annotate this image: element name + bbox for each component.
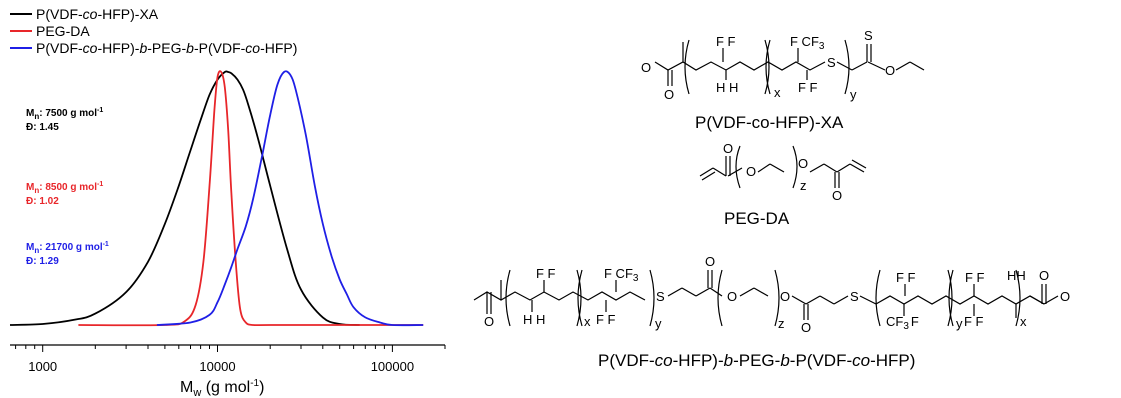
mn-label-block: Mn: 21700 g mol-1 (26, 241, 109, 255)
atom-o: O (832, 188, 842, 203)
index-x: x (774, 85, 781, 100)
atom-ff: F F (896, 270, 916, 285)
legend: P(VDF-co-HFP)-XAPEG-DAP(VDF-co-HFP)-b-PE… (10, 6, 297, 56)
x-axis-label: Mw (g mol-1) (180, 378, 264, 398)
legend-label-block: P(VDF-co-HFP)-b-PEG-b-P(VDF-co-HFP) (36, 40, 297, 56)
index-y: y (956, 316, 963, 331)
atom-s: S (864, 28, 873, 43)
index-z: z (778, 316, 785, 331)
series-line-pegda (78, 70, 424, 327)
atom-o: O (705, 254, 715, 269)
atom-o: O (727, 289, 737, 304)
atom-hh: H H (523, 312, 545, 327)
structure-triblock-labels: O F F H H F CF3 F F x y S O O z O O S F … (484, 254, 1070, 370)
atom-o: O (746, 164, 756, 179)
atom-hh: HH (1007, 268, 1026, 283)
atom-fcf3: F CF3 (604, 266, 639, 284)
atom-ff: F F (798, 80, 818, 95)
legend-label-pegda: PEG-DA (36, 23, 90, 39)
index-y: y (655, 316, 662, 331)
atom-ff: F F (964, 314, 984, 329)
atom-ff: F F (965, 270, 985, 285)
atom-ff: F F (596, 312, 616, 327)
index-z: z (800, 178, 807, 193)
atom-o: O (798, 156, 808, 171)
atom-ff: F F (536, 266, 556, 281)
atom-o: O (723, 141, 733, 156)
atom-o: O (1060, 289, 1070, 304)
x-tick-label: 10000 (199, 359, 235, 374)
structure-xa (654, 39, 925, 95)
x-tick-label: 100000 (371, 359, 414, 374)
atom-hh: H H (716, 80, 738, 95)
structure-pegda-labels: O O O O z PEG-DA (723, 141, 842, 228)
dispersity-label-xa: Đ: 1.45 (26, 122, 59, 133)
atom-s: S (850, 289, 859, 304)
atom-o: O (801, 320, 811, 335)
x-axis: 1000 10000 100000 (10, 344, 446, 374)
x-tick-label: 1000 (28, 359, 57, 374)
series-line-block (156, 70, 424, 327)
chemical-structures: O O F F H H F CF3 F F x y S S O P(VDF-co… (473, 28, 1070, 370)
dispersity-label-pegda: Đ: 1.02 (26, 196, 59, 207)
mn-label-pegda: Mn: 8500 g mol-1 (26, 181, 103, 195)
caption-triblock: P(VDF-co-HFP)-b-PEG-b-P(VDF-co-HFP) (598, 351, 915, 370)
legend-label-xa: P(VDF-co-HFP)-XA (36, 6, 159, 22)
mn-label-xa: Mn: 7500 g mol-1 (26, 107, 103, 121)
atom-o: O (780, 289, 790, 304)
structure-pegda (699, 145, 867, 189)
structure-xa-labels: O O F F H H F CF3 F F x y S S O P(VDF-co… (641, 28, 895, 132)
atom-o: O (885, 63, 895, 78)
atom-s: S (656, 289, 665, 304)
atom-s: S (827, 55, 836, 70)
index-x: x (1020, 314, 1027, 329)
atom-o: O (664, 87, 674, 102)
index-x: x (584, 314, 591, 329)
atom-o: O (484, 314, 494, 329)
index-y: y (850, 87, 857, 102)
atom-ff: F F (716, 34, 736, 49)
gpc-chart: P(VDF-co-HFP)-XAPEG-DAP(VDF-co-HFP)-b-PE… (9, 6, 446, 398)
plot-area (9, 70, 424, 327)
atom-o: O (1039, 268, 1049, 283)
atom-fcf3: F CF3 (790, 34, 825, 52)
caption-xa: P(VDF-co-HFP)-XA (695, 113, 844, 132)
series-line-xa (9, 70, 360, 326)
atom-o: O (641, 60, 651, 75)
structure-triblock (473, 269, 1059, 327)
dispersity-label-block: Đ: 1.29 (26, 256, 59, 267)
caption-pegda: PEG-DA (724, 209, 790, 228)
